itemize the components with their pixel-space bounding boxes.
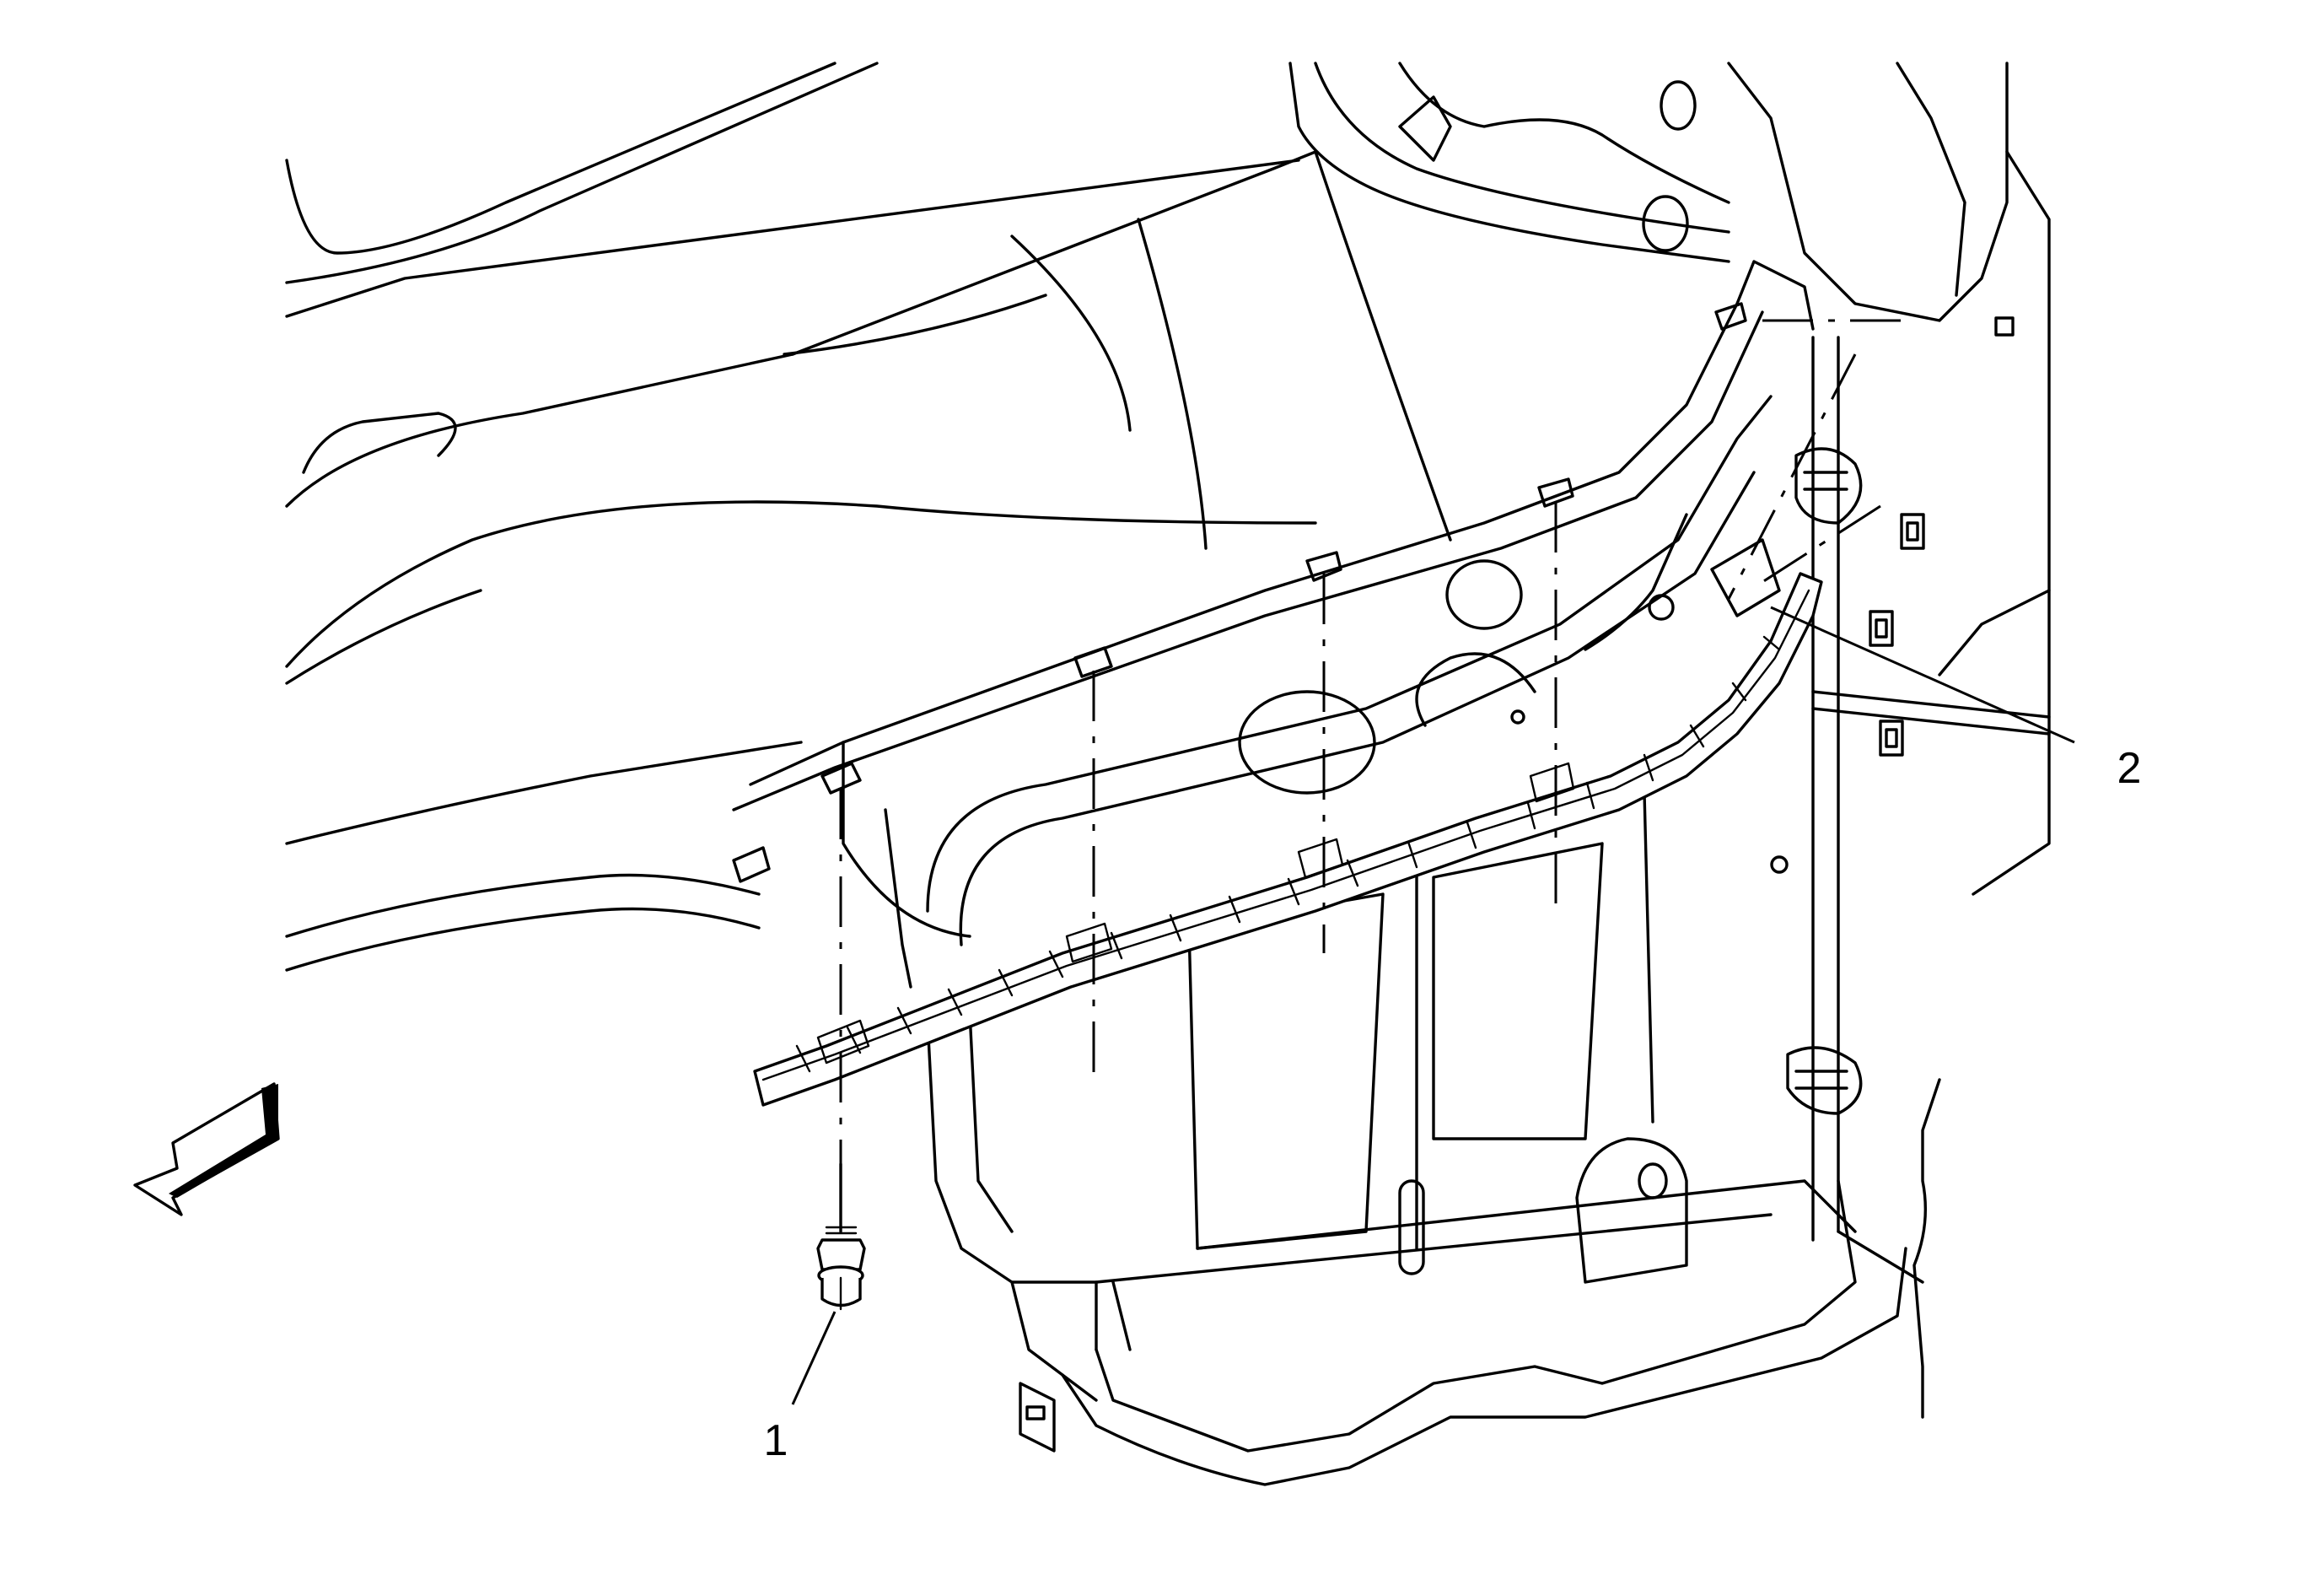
trim-retainer [753, 538, 1823, 1107]
callout-1: 1 [764, 1416, 788, 1465]
front-direction-arrow-icon [133, 1082, 280, 1216]
clip-pockets [732, 302, 1747, 883]
fender-panel [285, 62, 1317, 972]
fastener-bolt [816, 1162, 866, 1311]
leader-lines [791, 606, 2075, 1405]
callout-2: 2 [2117, 744, 2142, 793]
installation-lines [839, 319, 1906, 1164]
quarter-inner-panel [732, 62, 2051, 1486]
